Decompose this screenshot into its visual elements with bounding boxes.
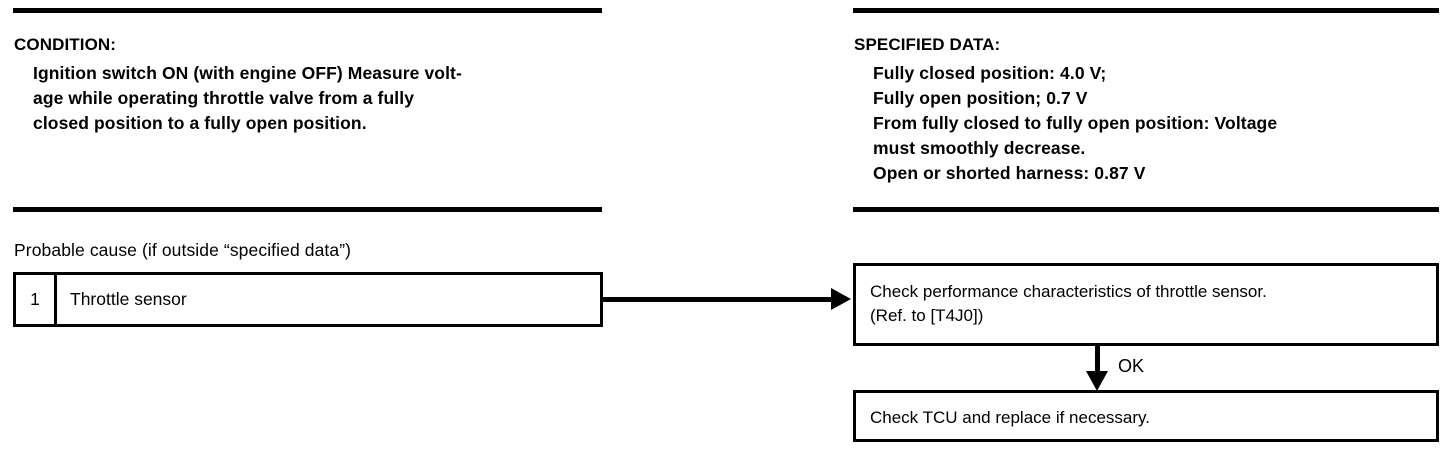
flow-step-2-text: Check TCU and replace if necessary. bbox=[870, 408, 1150, 427]
right-middle-rule bbox=[853, 207, 1439, 212]
table-row-index: 1 bbox=[30, 289, 40, 309]
flow-step-check-throttle-sensor: Check performance characteristics of thr… bbox=[853, 263, 1439, 346]
right-top-rule bbox=[853, 8, 1439, 13]
connector-vertical-arrowhead bbox=[1086, 371, 1108, 391]
left-middle-rule bbox=[13, 207, 602, 212]
connector-horizontal-arrowhead bbox=[831, 288, 851, 310]
specified-data-line-5: Open or shorted harness: 0.87 V bbox=[873, 163, 1146, 183]
specified-data-line-1: Fully closed position: 4.0 V; bbox=[873, 63, 1107, 83]
specified-data-line-3: From fully closed to fully open position… bbox=[873, 113, 1278, 133]
condition-line-3: closed position to a fully open position… bbox=[33, 113, 367, 133]
table-row-cause: Throttle sensor bbox=[70, 289, 187, 309]
flow-step-check-tcu: Check TCU and replace if necessary. bbox=[853, 390, 1439, 442]
connector-ok-label: OK bbox=[1118, 356, 1145, 376]
left-top-rule bbox=[13, 8, 602, 13]
specified-data-line-4: must smoothly decrease. bbox=[873, 138, 1086, 158]
condition-heading: CONDITION: bbox=[14, 35, 117, 54]
table-column-divider bbox=[54, 275, 57, 324]
specified-data-heading: SPECIFIED DATA: bbox=[854, 35, 1001, 54]
probable-cause-label: Probable cause (if outside “specified da… bbox=[14, 240, 352, 260]
flow-step-1-text: Check performance characteristics of thr… bbox=[870, 282, 1267, 325]
specified-data-line-2: Fully open position; 0.7 V bbox=[873, 88, 1088, 108]
connector-vertical-line bbox=[1095, 346, 1100, 374]
condition-line-2: age while operating throttle valve from … bbox=[33, 88, 415, 108]
probable-cause-table: 1 Throttle sensor bbox=[13, 272, 603, 327]
condition-line-1: Ignition switch ON (with engine OFF) Mea… bbox=[33, 63, 462, 83]
connector-horizontal-line bbox=[603, 297, 831, 302]
